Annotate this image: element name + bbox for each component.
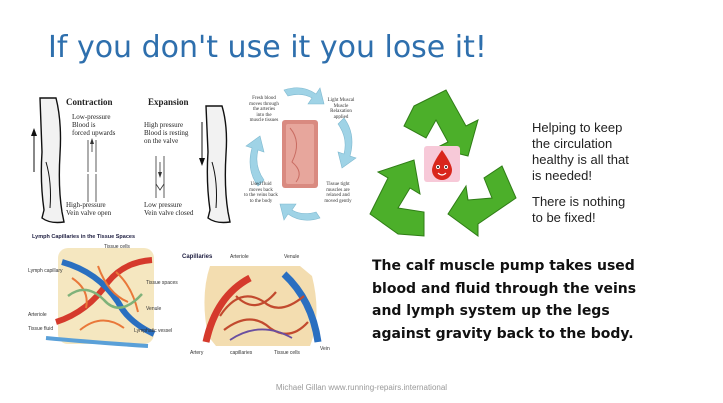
expansion-line-2: Blood is resting xyxy=(144,129,189,137)
capillaries-label-capillaries: capillaries xyxy=(230,350,253,356)
lymph-label-arteriole: Arteriole xyxy=(28,312,47,318)
expansion-line-1: High pressure xyxy=(144,121,184,129)
contraction-diagram: Contraction Low-pressure Blood is forced… xyxy=(28,92,130,227)
contraction-line-3: forced upwards xyxy=(72,129,116,137)
capillaries-label-venule: Venule xyxy=(284,254,300,260)
contraction-line-2: Blood is xyxy=(72,121,96,129)
blood-drop-character-icon xyxy=(424,146,460,182)
lymph-label-tissue-spaces: Tissue spaces xyxy=(146,280,178,286)
capillaries-label-artery: Artery xyxy=(190,350,204,356)
lymph-label-tissue-fluid: Tissue fluid xyxy=(28,326,54,332)
expansion-line-3: on the valve xyxy=(144,137,179,145)
contraction-leg-illustration xyxy=(31,97,97,224)
contraction-bottom-1: High-pressure xyxy=(66,201,106,209)
slide-footer: Michael Gillan www.running-repairs.inter… xyxy=(275,383,448,392)
capillaries-diagram: Capillaries Arteriole Venule Artery capi… xyxy=(180,250,340,360)
lymph-label-lymph-capillary: Lymph capillary xyxy=(28,268,63,274)
contraction-bottom-2: Vein valve open xyxy=(66,209,112,217)
recycle-symbol xyxy=(362,86,522,246)
capillaries-label-vein: Vein xyxy=(320,346,330,352)
description-line-2: blood and fluid through the veins xyxy=(372,280,637,297)
slide-title: If you don't use it you lose it! xyxy=(48,30,487,65)
capillaries-label-arteriole: Arteriole xyxy=(230,254,249,260)
lymph-diagram-title: Lymph Capillaries in the Tissue Spaces xyxy=(32,234,136,240)
description-line-1: The calf muscle pump takes used xyxy=(372,258,635,274)
lymph-label-lymphatic-vessel: Lymphatic vessel xyxy=(134,328,173,334)
contraction-heading: Contraction xyxy=(66,97,113,107)
description-line-4: against gravity back to the body. xyxy=(372,325,634,342)
lymph-capillaries-diagram: Lymph Capillaries in the Tissue Spaces T… xyxy=(28,234,178,349)
capillaries-label-tissue-cells: Tissue cells xyxy=(274,350,300,356)
lymph-label-tissue-cells: Tissue cells xyxy=(104,244,130,250)
description-line-3: and lymph system up the legs xyxy=(372,303,610,319)
capillaries-diagram-title: Capillaries xyxy=(182,254,213,260)
expansion-leg-illustration xyxy=(155,105,231,224)
cycle-arrows xyxy=(245,87,357,221)
contraction-line-1: Low-pressure xyxy=(72,113,111,121)
lymph-capillaries-illustration xyxy=(45,248,156,348)
expansion-heading: Expansion xyxy=(148,97,189,107)
expansion-diagram: Expansion High pressure Blood is resting… xyxy=(134,92,234,227)
expansion-bottom-1: Low pressure xyxy=(144,201,182,209)
recycle-icon xyxy=(369,89,517,237)
lymph-label-venule: Venule xyxy=(146,306,162,312)
calf-pump-description: The calf muscle pump takes used blood an… xyxy=(372,255,672,345)
expansion-bottom-2: Vein valve closed xyxy=(144,209,194,217)
capillaries-illustration xyxy=(202,266,322,346)
